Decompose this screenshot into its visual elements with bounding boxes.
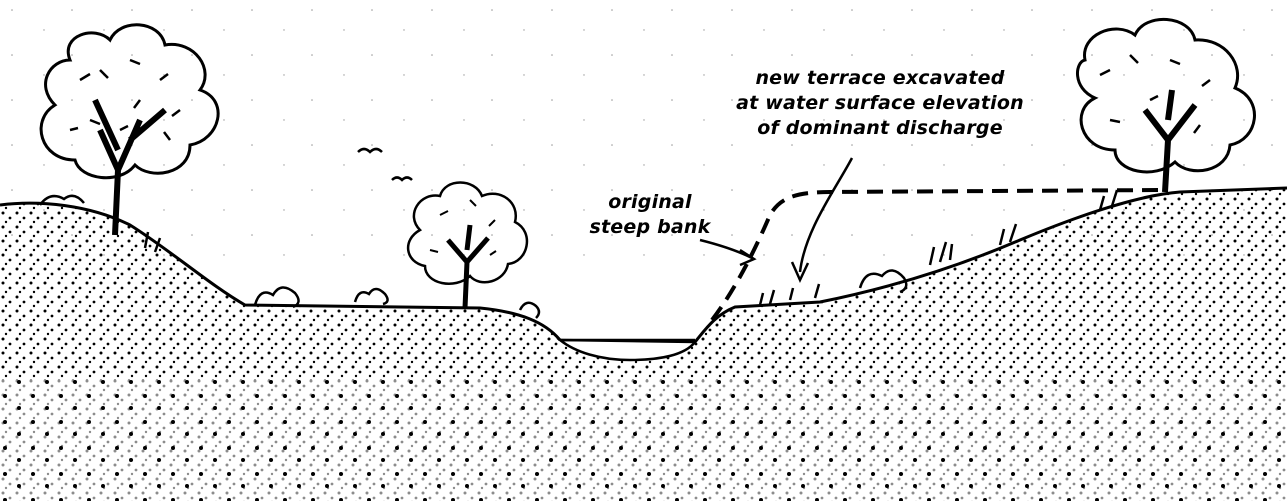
- bank-label-line-1: original: [585, 190, 715, 215]
- terrace-label-line-1: new terrace excavated: [700, 66, 1060, 91]
- terrace-label-line-3: of dominant discharge: [700, 116, 1060, 141]
- terrace-label: new terrace excavated at water surface e…: [700, 66, 1060, 141]
- terrace-label-line-2: at water surface elevation: [700, 91, 1060, 116]
- bank-label-line-2: steep bank: [585, 215, 715, 240]
- ground-deep-dots: [0, 380, 1287, 501]
- steep-bank-label: original steep bank: [585, 190, 715, 240]
